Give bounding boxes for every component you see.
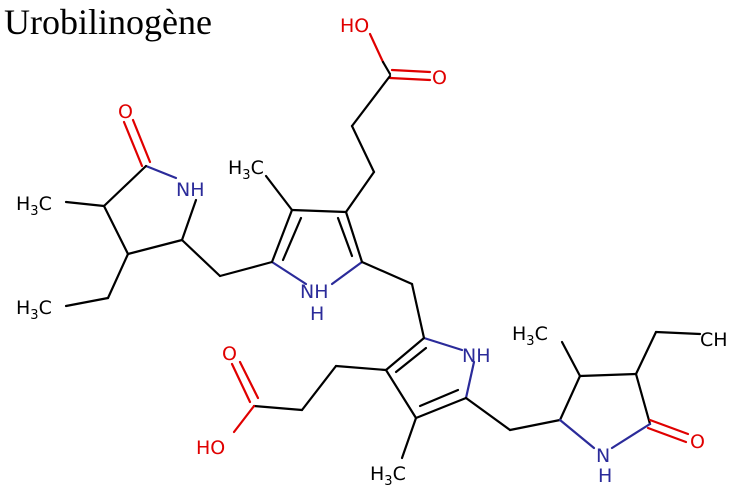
bond-lr-e: [126, 238, 184, 256]
atom-label-nh-pyrrole1-h: H: [310, 303, 324, 325]
bond-p1-e2: [336, 216, 354, 258]
bond-p2-methyl: [400, 416, 418, 460]
atom-label-ho-bottom: HO: [196, 437, 225, 459]
bond-rr-ethyl2: [654, 330, 702, 336]
atom-label-h3c-lower-left: H3C: [16, 297, 52, 323]
bond-bl-chain2: [300, 364, 338, 412]
bond-bridge-mid2: [410, 282, 426, 340]
bond-c-top-dbl-o-a: [390, 68, 432, 74]
bond-p1-c: [270, 260, 308, 286]
bond-p1-b: [270, 208, 294, 264]
bond-p2-b: [464, 360, 476, 400]
bond-p1-d: [330, 260, 364, 286]
bond-lr-ethyl1: [106, 252, 130, 300]
atom-label-h3c-left: H3C: [16, 193, 52, 219]
bond-p2-e2: [394, 346, 428, 374]
bond-lr-c: [102, 164, 148, 208]
bond-p1-a: [290, 208, 348, 214]
bond-acid-chain3: [344, 170, 376, 214]
atom-label-nh-pyrrole1: NH: [300, 281, 329, 303]
page-title: Urobilinogène: [4, 2, 212, 42]
bond-p2-e: [384, 336, 426, 372]
atom-label-h3c-right: H3C: [512, 323, 548, 349]
atom-label-nh-right-ring-h: H: [598, 465, 612, 486]
bond-p2-d: [384, 368, 418, 420]
bond-p1-b2: [281, 216, 303, 262]
bond-p1-methyl: [264, 174, 294, 212]
bond-rr-a: [558, 374, 582, 422]
bond-lr-co-a: [122, 120, 144, 168]
atom-label-ch-right: CH: [700, 329, 728, 351]
atom-label-h3c-mid: H3C: [228, 157, 264, 183]
bond-acid-chain1: [350, 74, 392, 128]
bond-bl-oh: [232, 404, 256, 434]
bond-lr-co-b: [131, 118, 152, 164]
bond-lr-d: [102, 204, 130, 256]
bond-c-top-dbl-o-b: [388, 76, 432, 82]
bond-bridge-mid1: [360, 260, 414, 286]
bond-lr-ethyl2: [64, 296, 110, 308]
bond-bl-co-b: [238, 360, 260, 400]
bond-p2-c: [414, 396, 468, 420]
atom-label-o-top: O: [432, 67, 447, 89]
bond-lr-a: [180, 198, 198, 242]
atom-label-ho-top: HO: [340, 15, 369, 37]
atom-label-o-bottom-acid: O: [222, 343, 237, 365]
bond-rr-ethyl1: [634, 330, 658, 376]
bond-bl-chain1: [334, 364, 388, 372]
bond-rr-c: [634, 372, 652, 426]
bond-bridge-left1: [218, 260, 274, 278]
atom-label-nh-pyrrole2: NH: [462, 345, 491, 367]
bond-p2-a: [422, 336, 464, 352]
bond-p2-c2: [418, 388, 460, 408]
bond-ho-c-top: [368, 32, 385, 64]
bond-rr-co-a: [648, 418, 690, 436]
bond-bridge-right2: [508, 418, 562, 432]
bond-lr-methyl: [64, 200, 106, 208]
bond-c-top-o: [381, 60, 392, 76]
bond-bl-chain3: [252, 404, 304, 412]
atom-label-h3c-bottom: H3C: [370, 463, 406, 486]
bond-rr-e: [558, 418, 596, 450]
bond-bridge-right1: [464, 396, 512, 432]
atom-label-o-right-ring: O: [690, 431, 705, 453]
bond-rr-co-b: [646, 426, 688, 444]
atom-label-o-left-ring: O: [118, 101, 133, 123]
bond-bridge-left2: [180, 238, 222, 278]
bond-lr-b: [144, 164, 178, 180]
bond-rr-methyl: [560, 340, 582, 378]
bond-bl-co-a: [230, 362, 252, 404]
bond-rr-d: [610, 422, 652, 450]
atom-label-nh-left-ring: NH: [176, 179, 205, 201]
bond-acid-chain2: [350, 124, 376, 174]
bond-rr-b: [578, 372, 638, 378]
atom-label-nh-right-ring: N: [596, 445, 610, 467]
bond-p1-e: [344, 210, 364, 264]
